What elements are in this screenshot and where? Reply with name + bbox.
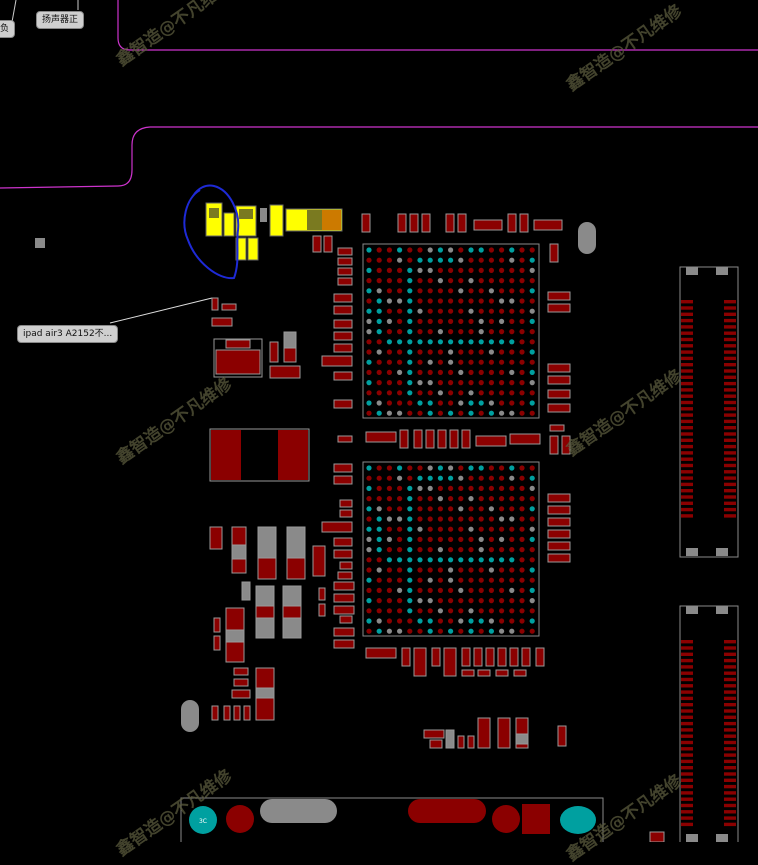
label-leader-line: [11, 0, 17, 23]
lower-left-components: [209, 526, 326, 721]
oval-pad: [578, 222, 596, 254]
component-row-middle: [365, 429, 541, 449]
bga-chip-lower[interactable]: [362, 461, 540, 637]
speaker-positive-label[interactable]: 扬声器正: [36, 11, 85, 29]
bottom-pad-strip[interactable]: 3C: [180, 797, 604, 842]
passive-column-left: [321, 247, 355, 649]
lower-middle-components: [423, 717, 567, 749]
highlighted-components[interactable]: [205, 202, 343, 261]
fpc-connector-lower[interactable]: [679, 605, 739, 842]
blue-circle-annotation: [183, 184, 240, 280]
pcb-board: 3C: [0, 0, 758, 842]
bga-ball-grid: [366, 465, 535, 634]
bga-ball-grid: [366, 247, 535, 416]
board-outline-main: [0, 126, 758, 189]
chip-note-label[interactable]: ipad air3 A2152不...: [17, 325, 119, 343]
component-row-top: [312, 213, 563, 263]
component-row-bottom: [365, 647, 545, 677]
left-cluster: [211, 297, 301, 379]
test-pad: [35, 238, 45, 248]
inductor[interactable]: [209, 428, 310, 482]
board-outline-top: [117, 0, 758, 51]
bga-chip-upper[interactable]: [362, 243, 540, 419]
passive-column-right: [547, 291, 571, 563]
corner-pad: [649, 831, 665, 842]
left-partial-label[interactable]: 负: [0, 20, 16, 38]
oval-pad: [181, 700, 199, 732]
fpc-connector-upper[interactable]: [679, 266, 739, 558]
connector-pins: [681, 640, 736, 827]
pad-badge: 3C: [199, 818, 207, 825]
connector-pins: [681, 300, 736, 518]
chip-note-leader: [109, 297, 213, 324]
